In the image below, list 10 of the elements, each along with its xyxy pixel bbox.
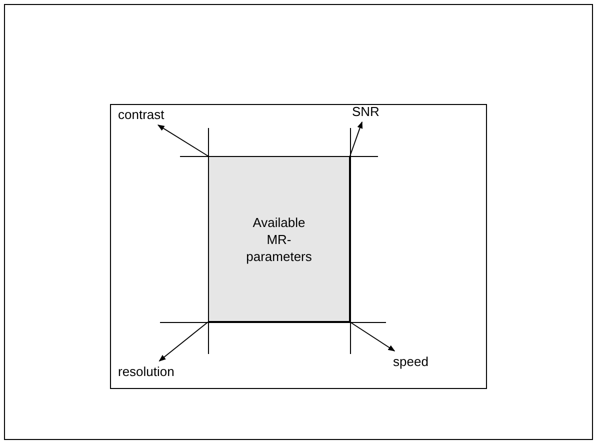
arrow — [350, 322, 396, 352]
parameter-label: SNR — [352, 104, 380, 119]
parameter-label: speed — [393, 354, 428, 369]
arrow — [158, 322, 208, 362]
parameter-label: contrast — [118, 107, 164, 122]
arrow — [350, 121, 363, 156]
parameter-label: resolution — [118, 364, 174, 379]
parameter-box — [208, 156, 350, 322]
arrow — [157, 124, 208, 156]
box-label: Available MR-parameters — [245, 214, 313, 264]
